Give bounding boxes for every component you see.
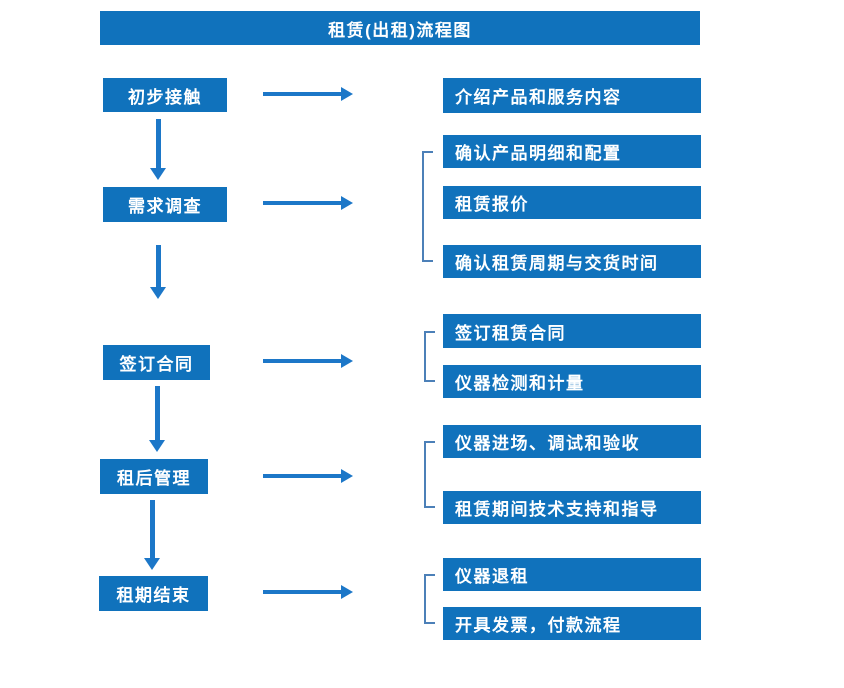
step-box-sign-contract: 签订合同 [103,345,210,380]
arrow-line [263,359,342,363]
arrow-head [150,168,166,180]
detail-box-invoice-payment: 开具发票，付款流程 [443,607,701,640]
arrow-line [263,201,342,205]
detail-box-instrument-setup: 仪器进场、调试和验收 [443,425,701,458]
group-bracket-sign-contract [424,331,435,382]
detail-box-confirm-product-details: 确认产品明细和配置 [443,135,701,168]
arrow-head [341,469,353,483]
arrow-down-icon [144,500,160,570]
arrow-down-icon [149,386,165,452]
arrow-head [341,585,353,599]
arrow-line [154,386,160,441]
arrow-head [150,287,166,299]
detail-box-confirm-rental-period: 确认租赁周期与交货时间 [443,245,701,278]
arrow-head [341,354,353,368]
arrow-head [341,196,353,210]
arrow-line [155,119,161,169]
step-box-rental-end: 租期结束 [99,576,208,611]
step-box-demand-survey: 需求调查 [103,187,227,222]
step-box-initial-contact: 初步接触 [103,78,227,112]
arrow-right-icon [263,469,353,483]
arrow-line [149,500,155,559]
arrow-head [341,87,353,101]
arrow-line [155,245,161,288]
arrow-right-icon [263,87,353,101]
detail-box-introduce-products: 介绍产品和服务内容 [443,78,701,113]
arrow-line [263,590,342,594]
arrow-line [263,474,342,478]
detail-box-rental-quotation: 租赁报价 [443,186,701,219]
detail-box-sign-rental-contract: 签订租赁合同 [443,314,701,348]
arrow-right-icon [263,354,353,368]
arrow-line [263,92,342,96]
detail-box-instrument-return: 仪器退租 [443,558,701,591]
arrow-head [144,558,160,570]
detail-box-technical-support: 租赁期间技术支持和指导 [443,491,701,524]
group-bracket-post-rental [424,441,435,508]
diagram-title: 租赁(出租)流程图 [100,11,700,45]
step-box-post-rental-management: 租后管理 [100,459,208,494]
group-bracket-demand-survey [422,151,433,262]
detail-box-instrument-testing: 仪器检测和计量 [443,365,701,398]
arrow-down-icon [150,119,166,180]
group-bracket-rental-end [424,574,435,624]
arrow-right-icon [263,196,353,210]
arrow-head [149,440,165,452]
arrow-down-icon [150,245,166,299]
arrow-right-icon [263,585,353,599]
